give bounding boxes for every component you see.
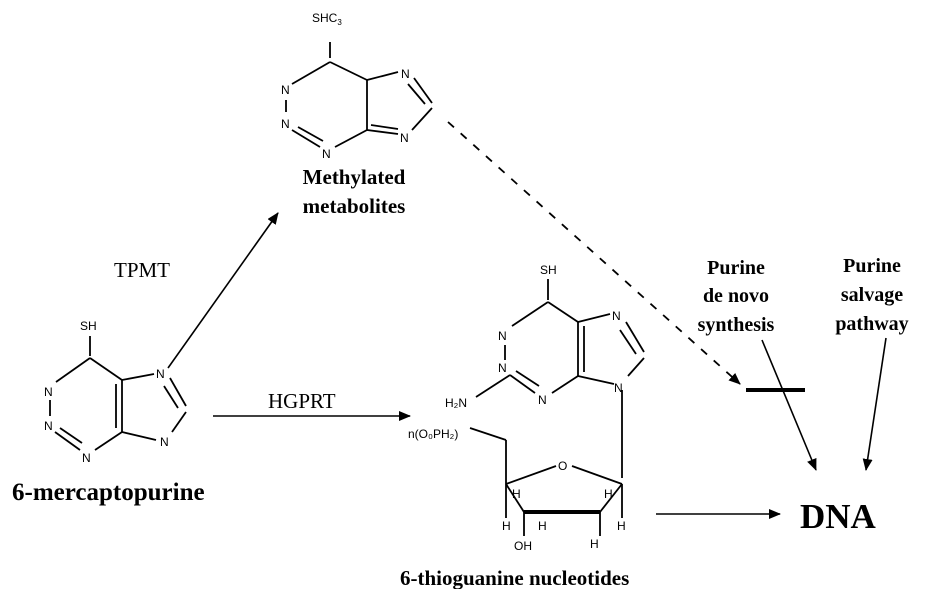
de-novo-arrow xyxy=(761,339,817,471)
de-novo-label-line1: Purine xyxy=(707,257,765,279)
de-novo-label-line3: synthesis xyxy=(698,314,775,336)
methylated-label-line2: metabolites xyxy=(303,194,406,218)
inhibition-dashed-arrow xyxy=(447,121,741,385)
n-atom-label: N xyxy=(281,83,290,97)
n-atom-label: N xyxy=(44,385,53,399)
salvage-label-line2: salvage xyxy=(841,284,903,306)
ring-oxygen-label: O xyxy=(558,459,567,473)
n-atom-label: N xyxy=(612,309,621,323)
methylated-metabolite-structure: SHC3 N N N N N xyxy=(281,11,433,161)
de-novo-label-line2: de novo xyxy=(703,285,769,307)
dna-label: DNA xyxy=(800,497,877,536)
tpmt-label: TPMT xyxy=(114,258,170,282)
n-atom-label: N xyxy=(498,329,507,343)
salvage-label-line1: Purine xyxy=(843,255,901,277)
n-atom-label: N xyxy=(614,381,623,395)
h-atom-label: H xyxy=(590,537,599,551)
salvage-arrow xyxy=(862,337,887,471)
n-atom-label: N xyxy=(82,451,91,465)
sh-group-label: SH xyxy=(540,263,557,277)
h2n-group-label: H₂N xyxy=(445,396,467,410)
h-atom-label: H xyxy=(538,519,547,533)
n-atom-label: N xyxy=(401,67,410,81)
mercaptopurine-structure: SH N N N N N xyxy=(44,319,187,465)
n-atom-label: N xyxy=(322,147,331,161)
n-atom-label: N xyxy=(160,435,169,449)
n-atom-label: N xyxy=(281,117,290,131)
hgprt-label: HGPRT xyxy=(268,389,336,413)
n-atom-label: N xyxy=(498,361,507,375)
h-atom-label: H xyxy=(512,487,521,501)
salvage-label-line3: pathway xyxy=(835,313,908,335)
h-atom-label: H xyxy=(502,519,511,533)
sh-group-label: SH xyxy=(80,319,97,333)
h-atom-label: H xyxy=(617,519,626,533)
tgn-label: 6-thioguanine nucleotides xyxy=(400,566,629,589)
oh-group-label: OH xyxy=(514,539,532,553)
mercaptopurine-label: 6-mercaptopurine xyxy=(12,479,205,506)
tpmt-arrow xyxy=(167,212,279,369)
n-atom-label: N xyxy=(538,393,547,407)
n-atom-label: N xyxy=(44,419,53,433)
phosphate-label: n(O₀PH₂) xyxy=(408,427,458,441)
h-atom-label: H xyxy=(604,487,613,501)
thioguanine-nucleotide-structure: SH N N N N N H₂N n(O₀PH₂) O OH H H H H H… xyxy=(408,263,645,553)
n-atom-label: N xyxy=(400,131,409,145)
n-atom-label: N xyxy=(156,367,165,381)
shc3-group-label: SHC3 xyxy=(312,11,342,27)
methylated-label-line1: Methylated xyxy=(303,165,406,189)
